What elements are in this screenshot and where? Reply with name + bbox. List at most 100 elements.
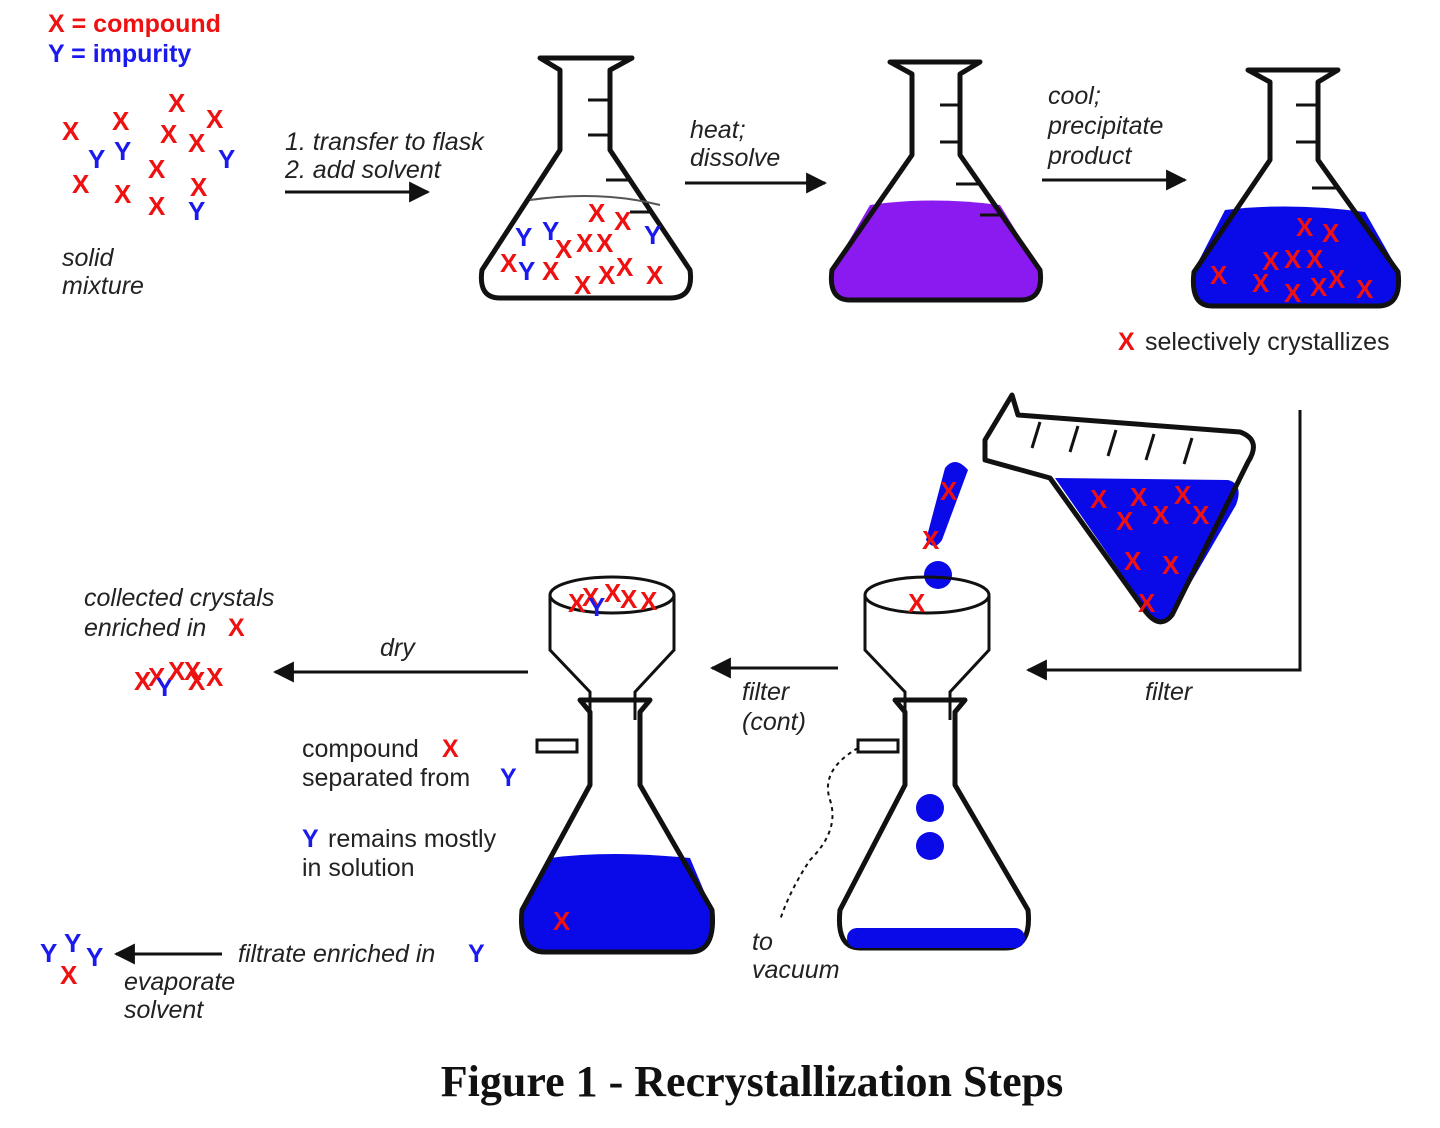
- particle-x: X: [114, 179, 132, 209]
- legend-compound: X = compound: [48, 10, 221, 38]
- particle-y: Y: [542, 216, 559, 246]
- flask-dissolved: [828, 59, 1044, 303]
- particle-x: X: [1296, 212, 1314, 242]
- collected-label-2: enriched in: [84, 614, 206, 642]
- particle-x: X: [555, 234, 573, 264]
- pour-stream: X X: [922, 461, 968, 589]
- particle-x: X: [60, 960, 78, 990]
- particle-y: Y: [518, 256, 535, 286]
- particle-x: X: [588, 198, 606, 228]
- particle-x: X: [620, 584, 638, 614]
- particle-x: X: [1356, 274, 1374, 304]
- filter-cont-label-1: filter: [742, 678, 791, 706]
- particle-y: Y: [114, 136, 131, 166]
- particle-x: X: [646, 260, 664, 290]
- particle-x: X: [1262, 246, 1280, 276]
- particle-x: X: [1284, 278, 1302, 308]
- particle-x: X: [1174, 480, 1192, 510]
- figure-caption: Figure 1 - Recrystallization Steps: [441, 1057, 1063, 1106]
- particle-x: X: [168, 88, 186, 118]
- particle-x: X: [148, 662, 166, 692]
- particle-x: X: [500, 248, 518, 278]
- to-vacuum-label-2: vacuum: [752, 956, 840, 984]
- particle-x: X: [1328, 264, 1346, 294]
- step1-add-solvent: 2. add solvent: [284, 156, 442, 184]
- particle-x: X: [1090, 484, 1108, 514]
- evaporate-label-1: evaporate: [124, 968, 235, 996]
- filtration-flask: X X Y X X X X: [518, 575, 716, 955]
- particle-x: X: [168, 656, 186, 686]
- step1-transfer: 1. transfer to flask: [285, 128, 485, 156]
- vacuum-filter-setup: X: [779, 575, 1032, 951]
- particle-x: X: [1210, 260, 1228, 290]
- particle-x: X: [134, 666, 152, 696]
- particle-x: X: [576, 228, 594, 258]
- particle-x: X: [148, 154, 166, 184]
- particle-x: X: [62, 116, 80, 146]
- particle-y: Y: [40, 938, 57, 968]
- particle-x: X: [1252, 268, 1270, 298]
- flask-with-solvent: X X Y Y X X X Y X Y X X X X X: [478, 55, 694, 301]
- particle-x: X: [542, 256, 560, 286]
- particle-x: X: [190, 172, 208, 202]
- particle-x: X: [596, 228, 614, 258]
- filter-label: filter: [1145, 678, 1194, 706]
- evaporated-residue: Y Y Y X: [40, 928, 103, 990]
- particle-y: Y: [156, 672, 173, 702]
- filtrate-y-mark: Y: [468, 940, 485, 968]
- particle-x: X: [72, 169, 90, 199]
- product-label: product: [1047, 142, 1132, 170]
- particle-x: X: [574, 270, 592, 300]
- particle-y: Y: [86, 942, 103, 972]
- dried-crystals: X X Y X X X X: [134, 656, 224, 702]
- heat-label: heat;: [690, 116, 746, 144]
- evaporate-label-2: solvent: [124, 996, 204, 1024]
- arrow-to-filter: [1025, 410, 1302, 681]
- particle-x: X: [1310, 272, 1328, 302]
- particle-x: X: [553, 906, 571, 936]
- particle-x: X: [206, 104, 224, 134]
- particle-y: Y: [644, 220, 661, 250]
- solid-mixture-particles: X X X X X X Y Y X Y X X X X Y: [62, 88, 235, 226]
- solid-label: solid: [62, 244, 115, 272]
- flask-crystallized: X X X X X X X X X X X: [1190, 67, 1402, 309]
- particle-y: Y: [88, 144, 105, 174]
- compound-x-mark: X: [442, 735, 459, 763]
- separated-label: separated from: [302, 764, 470, 792]
- particle-y: Y: [64, 928, 81, 958]
- particle-x: X: [922, 525, 940, 555]
- particle-x: X: [604, 578, 622, 608]
- filter-cont-label-2: (cont): [742, 708, 806, 736]
- particle-x: X: [148, 191, 166, 221]
- particle-x: X: [160, 119, 178, 149]
- collected-x-mark: X: [228, 614, 245, 642]
- to-vacuum-label-1: to: [752, 928, 773, 956]
- selectively-crystallizes-label: selectively crystallizes: [1145, 328, 1390, 356]
- particle-x: X: [1124, 546, 1142, 576]
- particle-x: X: [940, 476, 958, 506]
- in-solution-label: in solution: [302, 854, 415, 882]
- particle-x: X: [1322, 218, 1340, 248]
- legend-impurity: Y = impurity: [48, 40, 191, 68]
- remains-label: remains mostly: [328, 825, 497, 853]
- particle-x: X: [206, 662, 224, 692]
- dissolve-label: dissolve: [690, 144, 780, 172]
- particle-x: X: [1130, 482, 1148, 512]
- particle-x: X: [908, 588, 926, 618]
- particle-x: X: [640, 586, 658, 616]
- particle-x: X: [598, 260, 616, 290]
- particle-y: Y: [515, 222, 532, 252]
- particle-x: X: [1162, 550, 1180, 580]
- filtrate-label: filtrate enriched in: [238, 940, 435, 968]
- particle-y: Y: [588, 592, 605, 622]
- collected-label-1: collected crystals: [84, 584, 274, 612]
- particle-x: X: [184, 656, 202, 686]
- particle-x: X: [1192, 500, 1210, 530]
- particle-x: X: [112, 106, 130, 136]
- particle-x: X: [614, 206, 632, 236]
- compound-label: compound: [302, 735, 419, 763]
- remains-y-mark: Y: [302, 825, 319, 853]
- particle-x: X: [568, 588, 586, 618]
- selective-x-mark: X: [1118, 328, 1135, 356]
